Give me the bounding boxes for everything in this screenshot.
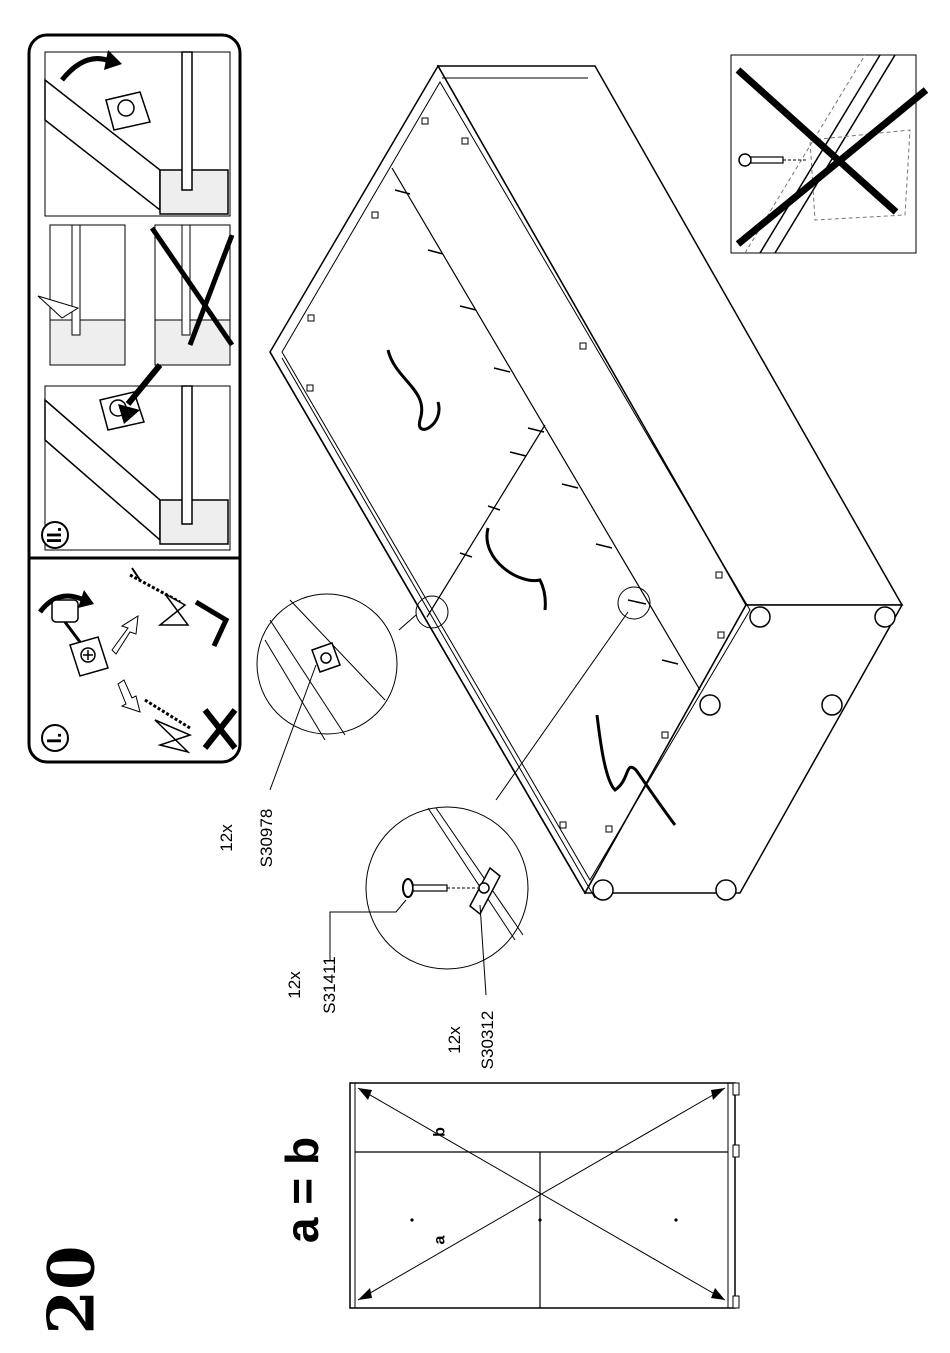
- part-code: S30978: [257, 809, 276, 868]
- part-label-s30978: 12x S30978: [217, 809, 276, 868]
- squareness-diagram: a b: [350, 1083, 739, 1308]
- part-qty: 12x: [217, 824, 236, 852]
- wrong-orientation-inset: [731, 55, 926, 253]
- panel-i-label: I.: [44, 732, 66, 743]
- cam-tighten-frame: [45, 50, 230, 216]
- panel-ii-badge: II.: [42, 522, 68, 548]
- diagonal-b-label: b: [432, 1127, 449, 1137]
- part-qty: 12x: [285, 971, 304, 999]
- panel-i-badge: I.: [42, 725, 68, 751]
- part-code: S31411: [320, 956, 339, 1013]
- panel-ii-label: II.: [44, 527, 66, 544]
- inset-panel: I.: [29, 35, 240, 762]
- equation-label: a = b: [276, 1137, 328, 1243]
- detail-callout-cam: [257, 594, 416, 790]
- part-code: S30312: [478, 1011, 497, 1070]
- cam-insert-frame: II.: [42, 365, 230, 550]
- part-label-s30312: 12x S30312: [445, 1011, 497, 1070]
- diagonal-a-label: a: [432, 1235, 449, 1244]
- part-label-s31411: 12x S31411: [285, 956, 339, 1013]
- part-qty: 12x: [445, 1026, 464, 1054]
- step-number: 20: [35, 1245, 110, 1334]
